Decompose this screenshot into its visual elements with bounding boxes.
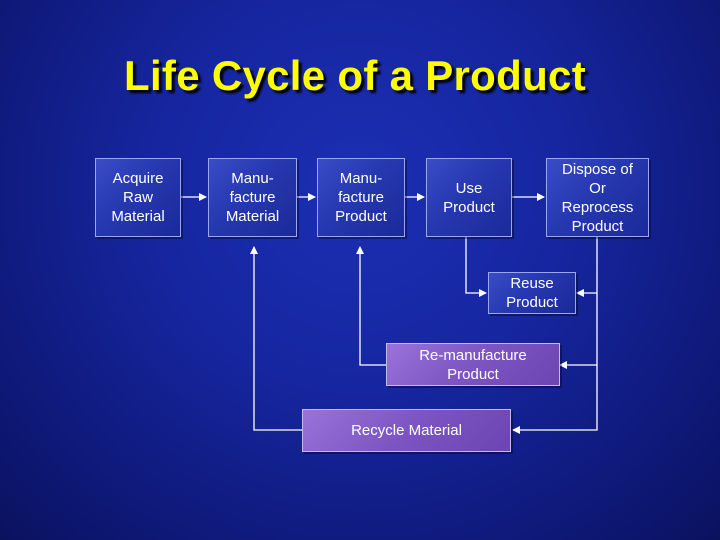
arrow-dispose-to-recycle bbox=[512, 365, 598, 434]
box-manufacture-material: Manu- facture Material bbox=[208, 158, 297, 237]
box-manufacture-product-label: Manu- facture Product bbox=[335, 170, 387, 225]
box-remanufacture-product: Re-manufacture Product bbox=[386, 343, 560, 386]
arrow-dispose-to-reuse bbox=[576, 237, 598, 297]
box-reuse-product-label: Reuse Product bbox=[506, 275, 558, 311]
arrow-remanufacture-to-manufacture-product bbox=[356, 246, 386, 366]
box-acquire-raw-material-label: Acquire Raw Material bbox=[111, 170, 165, 225]
box-dispose-or-reprocess: Dispose of Or Reprocess Product bbox=[546, 158, 649, 237]
box-use-product-label: Use Product bbox=[443, 179, 495, 216]
box-reuse-product: Reuse Product bbox=[488, 272, 576, 314]
box-acquire-raw-material: Acquire Raw Material bbox=[95, 158, 181, 237]
box-use-product: Use Product bbox=[426, 158, 512, 237]
box-recycle-material-label: Recycle Material bbox=[351, 422, 462, 439]
arrow-recycle-to-manufacture-material bbox=[250, 246, 302, 431]
box-remanufacture-product-label: Re-manufacture Product bbox=[419, 346, 527, 383]
box-manufacture-material-label: Manu- facture Material bbox=[225, 170, 280, 225]
box-recycle-material: Recycle Material bbox=[302, 409, 511, 452]
arrow-use-to-reuse bbox=[465, 237, 487, 297]
box-manufacture-product: Manu- facture Product bbox=[317, 158, 405, 237]
box-dispose-or-reprocess-label: Dispose of Or Reprocess Product bbox=[561, 160, 634, 235]
slide-title: Life Cycle of a Product bbox=[124, 52, 586, 99]
